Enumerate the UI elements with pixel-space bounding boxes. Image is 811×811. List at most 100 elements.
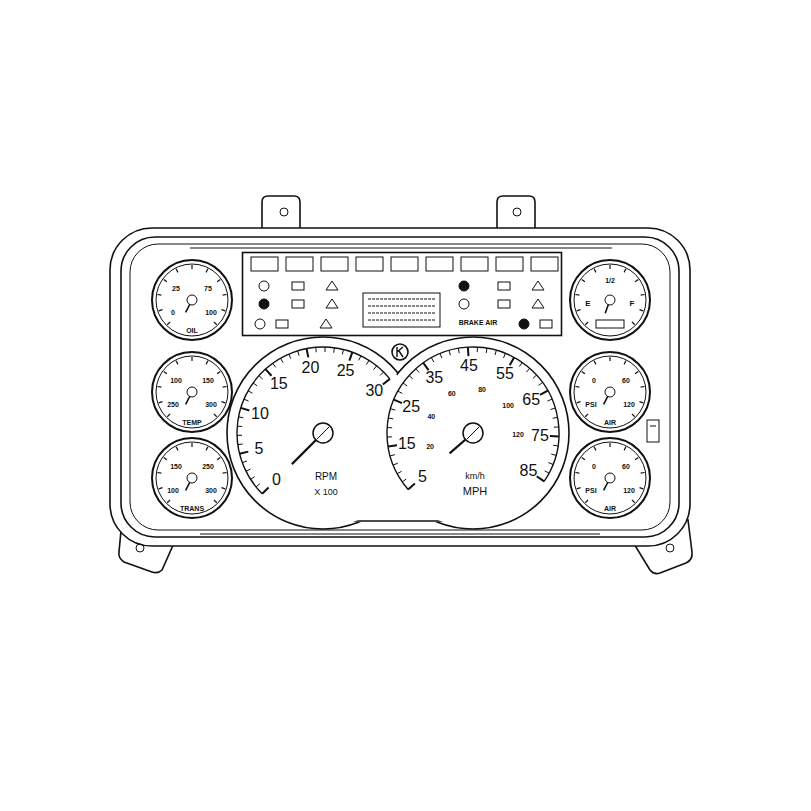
dial-tick bbox=[409, 376, 413, 379]
gauge-tick bbox=[582, 457, 585, 459]
gauge-tick bbox=[167, 414, 170, 417]
dial-tick bbox=[240, 452, 249, 454]
indicator-lens bbox=[391, 257, 418, 271]
housing-outline bbox=[110, 228, 690, 546]
gauge-tick bbox=[176, 447, 178, 451]
gauge-ring bbox=[574, 356, 646, 428]
needle-hub bbox=[187, 387, 197, 397]
side-switch bbox=[647, 420, 659, 442]
dial-number: 250 bbox=[202, 463, 214, 470]
gauge-tick bbox=[575, 294, 579, 296]
dial-number: 100 bbox=[167, 487, 179, 494]
gauge-ring bbox=[152, 352, 232, 432]
dial-number: km/h bbox=[465, 472, 485, 481]
gauge-tick bbox=[164, 457, 167, 459]
dial-tick bbox=[394, 400, 402, 403]
dial-tick bbox=[380, 372, 384, 376]
gauge-tick bbox=[223, 294, 227, 296]
dial-tick bbox=[504, 353, 506, 358]
dial-tick bbox=[388, 418, 393, 420]
gauge-tick bbox=[176, 361, 178, 365]
gauge-tick bbox=[206, 269, 208, 273]
gauge-tick bbox=[609, 443, 610, 447]
gauge-dial: 060PSI120AIR bbox=[568, 350, 652, 434]
gauge-tick bbox=[221, 402, 225, 403]
gauge-tick bbox=[159, 488, 163, 489]
gauge-dial: 150250100300TRANS bbox=[150, 436, 234, 520]
dial-tick bbox=[349, 352, 352, 360]
dial-number: 0 bbox=[592, 463, 596, 470]
gauge-tick bbox=[641, 472, 645, 474]
dial-tick bbox=[248, 391, 252, 393]
gauge-ring bbox=[570, 352, 650, 432]
gauge-tick bbox=[594, 447, 596, 451]
dial-number: 100 bbox=[205, 309, 217, 316]
needle-hub bbox=[605, 387, 615, 397]
dial-tick bbox=[537, 476, 544, 481]
dial-tick bbox=[551, 408, 556, 409]
dial-number: 1/2 bbox=[605, 277, 615, 284]
dial-tick bbox=[242, 461, 247, 463]
logo-mark bbox=[397, 347, 403, 357]
mount-hole bbox=[666, 544, 674, 552]
dial-tick bbox=[281, 358, 283, 362]
dial-tick bbox=[289, 354, 291, 359]
dial-tick bbox=[540, 391, 548, 395]
dial-tick bbox=[388, 445, 397, 446]
dial-number: 25 bbox=[337, 363, 355, 379]
dial-number: 5 bbox=[255, 441, 264, 457]
dial-number: 0 bbox=[272, 472, 281, 488]
dial-number: AIR bbox=[604, 505, 616, 512]
dial-number: 100 bbox=[170, 377, 182, 384]
dial-tick bbox=[253, 383, 257, 386]
dial-tick bbox=[553, 417, 558, 419]
gauge-ring bbox=[156, 356, 228, 428]
dial-number: 75 bbox=[204, 285, 212, 292]
needle-hub bbox=[605, 295, 615, 305]
gauge-tick bbox=[217, 371, 220, 373]
gauge-tick bbox=[594, 269, 596, 273]
warning-icon bbox=[259, 299, 269, 309]
bezel-strip bbox=[190, 247, 612, 248]
gauge-ring bbox=[574, 442, 646, 514]
indicator-lens bbox=[321, 257, 348, 271]
mount-hole bbox=[136, 544, 144, 552]
warning-icon bbox=[326, 281, 338, 290]
dial-tick bbox=[539, 382, 543, 385]
gauge-ring bbox=[570, 260, 650, 340]
dial-number: 75 bbox=[531, 428, 549, 444]
gauge-tick bbox=[585, 414, 588, 417]
needle-hub bbox=[463, 423, 483, 443]
gauge-tick bbox=[641, 294, 645, 296]
dial-number: 250 bbox=[167, 401, 179, 408]
gauge-tick bbox=[206, 447, 208, 451]
warning-icon bbox=[498, 300, 510, 308]
indicator-label: BRAKE AIR bbox=[459, 319, 498, 326]
warning-icon bbox=[292, 282, 304, 290]
gauge-tick bbox=[164, 279, 167, 281]
dial-number: 0 bbox=[171, 309, 175, 316]
gauge-tick bbox=[639, 488, 643, 489]
gauge-tick bbox=[167, 500, 170, 503]
dial-tick bbox=[545, 471, 549, 473]
warning-icon bbox=[459, 299, 469, 309]
dial-number: 120 bbox=[623, 487, 635, 494]
indicator-lens bbox=[426, 257, 453, 271]
dial-number: 30 bbox=[365, 383, 383, 399]
dial-arc bbox=[387, 347, 559, 489]
gauge-tick bbox=[635, 371, 638, 373]
dial-tick bbox=[551, 454, 556, 455]
dial-tick bbox=[477, 347, 478, 352]
dial-tick bbox=[519, 362, 522, 366]
dial-number: 5 bbox=[418, 469, 427, 485]
dial-tick bbox=[533, 375, 537, 378]
dial-tick bbox=[273, 363, 276, 367]
gauge-tick bbox=[221, 488, 225, 489]
gauge-tick bbox=[575, 386, 579, 388]
dial-number: 60 bbox=[622, 463, 630, 470]
dial-tick bbox=[237, 435, 242, 436]
gauge-tick bbox=[635, 457, 638, 459]
dial-graphic bbox=[568, 258, 652, 342]
dial-tick bbox=[237, 426, 242, 427]
